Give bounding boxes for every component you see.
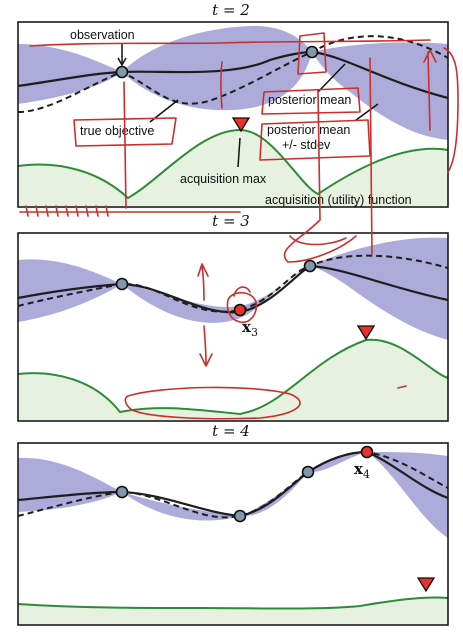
acquisition-curve-t4 [17, 596, 449, 610]
arrow-acquisition-max [237, 137, 241, 168]
uncertainty-band-t3 [18, 237, 448, 340]
ink-small-dash [397, 385, 407, 389]
ink-right-arrow [423, 49, 437, 131]
ink-box-posterior-mean [261, 87, 361, 115]
ink-circle-x3 [226, 291, 258, 324]
observation-point [233, 509, 247, 523]
label-acquisition-max: acquisition max [180, 172, 267, 186]
label-posterior-mean-stdev-1: posterior mean [267, 123, 350, 137]
uncertainty-band-t4 [18, 452, 448, 538]
acquisition-fill-t3 [18, 339, 448, 420]
ink-vertical-line-center [283, 89, 357, 263]
ink-vertical-line-right [369, 57, 373, 255]
acquisition-max-marker-t3 [356, 325, 376, 341]
panel-t4-plot [17, 442, 449, 626]
observation-point [303, 259, 317, 273]
new-observation-point-x4 [360, 445, 374, 459]
ink-arrow-down [199, 325, 213, 367]
panel-frame-t4 [17, 442, 449, 626]
label-acquisition-function: acquisition (utility) function [265, 193, 412, 207]
new-observation-point-x3 [233, 303, 247, 317]
ink-vertical-line-left [123, 81, 127, 209]
panel-t4: t = 4 x4 [17, 422, 449, 626]
panel-title-t4: t = 4 [212, 422, 250, 440]
ink-box-stdev [259, 119, 371, 161]
ink-arrow-up [197, 263, 209, 301]
panel-title-t3: t = 3 [212, 212, 250, 230]
observation-point [305, 45, 319, 59]
observation-point [301, 465, 315, 479]
acquisition-fill-t2 [18, 130, 448, 206]
acquisition-curve-t3 [17, 338, 449, 416]
label-true-objective: true objective [80, 124, 154, 138]
ink-connector [289, 235, 347, 246]
acquisition-fill-t4 [18, 597, 448, 624]
label-observation: observation [70, 28, 135, 42]
panel-t2: t = 2 observation true objective posteri… [17, 1, 449, 208]
ink-horizontal-stroke [29, 39, 431, 47]
point-label-x4: x4 [354, 460, 370, 481]
point-label-x3: x3 [242, 318, 258, 339]
acquisition-max-marker-t4 [416, 577, 436, 593]
panel-frame-t3 [17, 232, 449, 422]
label-posterior-mean: posterior mean [268, 93, 351, 107]
ink-box-true-objective [73, 117, 177, 147]
panel-frame-t2 [17, 21, 449, 208]
arrowhead-observation [117, 57, 127, 67]
uncertainty-band-t2 [18, 25, 448, 141]
observation-point [115, 485, 129, 499]
ink-loop-x3 [233, 286, 251, 297]
posterior-mean-curve-t2 [17, 50, 449, 100]
handwritten-annotations [19, 32, 459, 420]
ink-right-bracket [443, 47, 459, 173]
ink-ellipse-bottom [124, 386, 301, 420]
panel-t2-plot [17, 21, 449, 208]
ink-box-observation [297, 32, 327, 75]
acquisition-max-marker-t2 [231, 117, 251, 133]
arrow-stdev [355, 103, 379, 121]
panel-t3: t = 3 x3 [17, 212, 449, 422]
label-posterior-mean-stdev-2: +/- stdev [282, 138, 331, 152]
panel-t3-plot [17, 232, 449, 422]
ink-vertical-line-mid [220, 61, 223, 109]
posterior-mean-curve-t4 [17, 450, 449, 518]
observation-point [115, 277, 129, 291]
ink-tick-marks [19, 205, 241, 217]
observation-point [115, 65, 129, 79]
arrow-posterior-mean [317, 63, 346, 93]
panel-title-t2: t = 2 [212, 1, 250, 19]
true-objective-curve-t2 [17, 35, 449, 113]
